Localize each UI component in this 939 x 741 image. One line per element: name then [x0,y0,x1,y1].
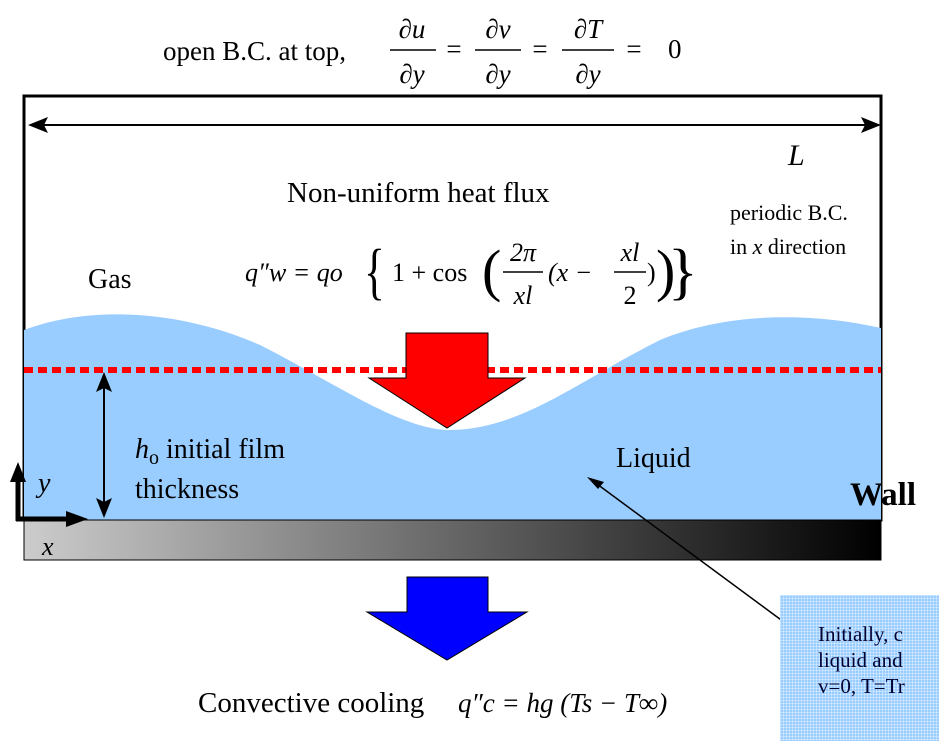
length-arrow-right-head [861,117,881,133]
heat-flux-brace-close: } [668,238,698,306]
wall [23,519,882,561]
x-axis-arrow-head [66,511,88,527]
top-bc-eq1: = [446,34,461,64]
heat-flux-half-den: 2 [624,281,637,310]
y-axis-arrow-head [10,462,26,482]
heat-flux-close: ) [647,258,656,287]
top-bc-den1: ∂y [399,59,424,89]
heat-flux-paren-open: ( [482,238,501,303]
cooling-arrow [365,576,529,661]
periodic-bc-line1: periodic B.C. [730,200,848,225]
film-thickness-arrow-bottom-head [96,498,112,518]
length-label: L [787,139,805,172]
top-bc-den2: ∂y [485,59,510,89]
note-pointer-line [596,483,793,629]
heat-flux-body: 1 + cos [392,258,467,287]
film-thickness-line2: thickness [135,474,239,505]
top-bc-zero: 0 [668,34,682,64]
heat-flux-brace-open: { [364,236,385,306]
top-bc-eq2: = [532,34,547,64]
heat-flux-arrow [367,332,527,429]
wall-label: Wall [850,477,916,513]
heat-flux-inner: (x − [548,258,592,287]
top-bc-num3: ∂T [574,14,604,44]
liquid-label: Liquid [616,443,691,474]
y-axis-label: y [35,468,51,499]
initial-condition-note: Initially, c liquid and v=0, T=Tr [780,595,939,741]
heat-flux-lhs: q″w = qo [245,258,343,287]
top-bc-num1: ∂u [399,14,426,44]
heat-flux-title: Non-uniform heat flux [287,177,550,209]
x-axis-label: x [41,532,54,561]
top-bc-num2: ∂v [485,14,510,44]
periodic-bc-line2: in x direction [730,234,846,259]
length-arrow-left-head [28,117,48,133]
heat-flux-paren-close: ) [656,238,675,303]
top-bc-den3: ∂y [575,59,600,89]
heat-flux-frac-num: 2π [510,238,537,267]
heat-flux-frac-den: xl [513,281,533,310]
film-thickness-line1: ho initial film [135,434,285,469]
note-pointer-head [587,477,604,489]
heat-flux-half-num: xl [620,238,640,267]
liquid-region [24,314,881,520]
gas-label: Gas [88,264,132,295]
cooling-label: Convective cooling [198,687,424,719]
cooling-equation: q″c = hg (Ts − T∞) [458,688,667,718]
film-thickness-arrow-top-head [96,372,112,392]
initial-condition-note-text: Initially, c liquid and v=0, T=Tr [818,622,905,698]
top-bc-label: open B.C. at top, [163,36,346,66]
top-bc-eq3: = [626,34,641,64]
